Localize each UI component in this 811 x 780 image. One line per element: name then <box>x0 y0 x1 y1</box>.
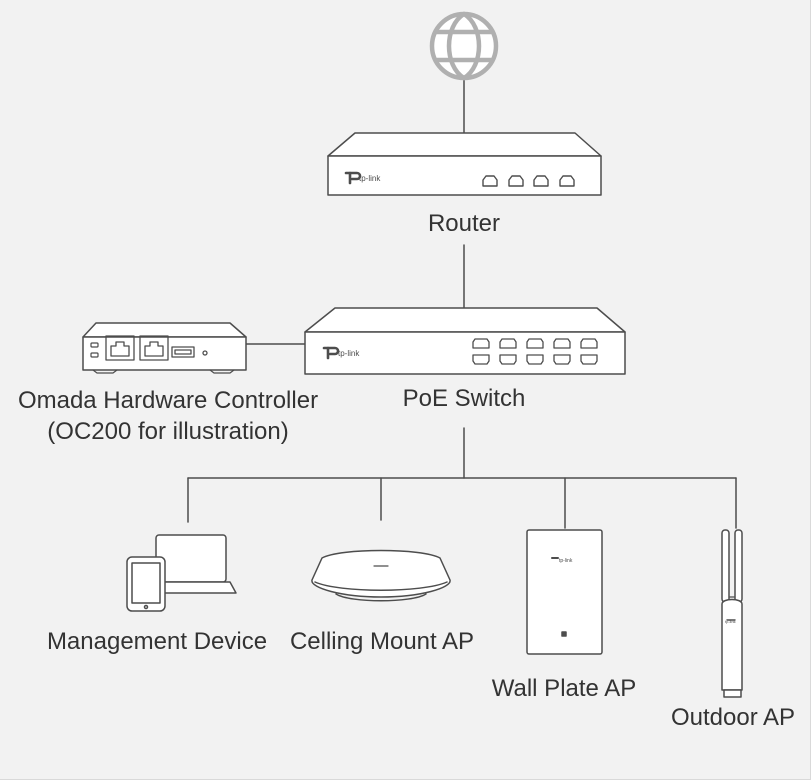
router-icon <box>327 132 602 196</box>
wall-plate-ap-icon <box>526 529 603 655</box>
outdoor-brand-text: tp-link <box>725 619 736 624</box>
poe-switch-label: PoE Switch <box>402 385 526 412</box>
ethernet-port-icon <box>105 335 135 361</box>
globe-icon <box>429 11 499 81</box>
switch-brand-text: tp-link <box>338 349 360 358</box>
poe-switch-icon <box>304 307 626 375</box>
wall-plate-ap-label: Wall Plate AP <box>491 675 637 702</box>
router-brand-text: tp-link <box>359 174 381 183</box>
controller-sublabel: (OC200 for illustration) <box>47 418 289 445</box>
reset-button-icon <box>202 350 208 356</box>
router-ports <box>482 175 575 187</box>
usb-port-icon <box>171 346 195 358</box>
ceiling-ap-icon <box>311 549 451 602</box>
outdoor-ap-label: Outdoor AP <box>670 704 796 731</box>
controller-label: Omada Hardware Controller <box>17 387 319 414</box>
router-brand-logo <box>344 171 362 185</box>
phone-icon <box>126 556 166 612</box>
management-device-label: Management Device <box>46 628 268 655</box>
switch-brand-logo <box>322 346 340 360</box>
ethernet-port-icon <box>139 335 169 361</box>
controller-icon <box>82 322 247 374</box>
connection-lines <box>187 77 737 529</box>
wallplate-brand-text: tp-link <box>559 558 573 564</box>
outdoor-ap-icon <box>721 529 743 698</box>
ceiling-mount-ap-label: Celling Mount AP <box>289 628 475 655</box>
switch-ports <box>472 338 598 365</box>
router-label: Router <box>427 210 501 237</box>
